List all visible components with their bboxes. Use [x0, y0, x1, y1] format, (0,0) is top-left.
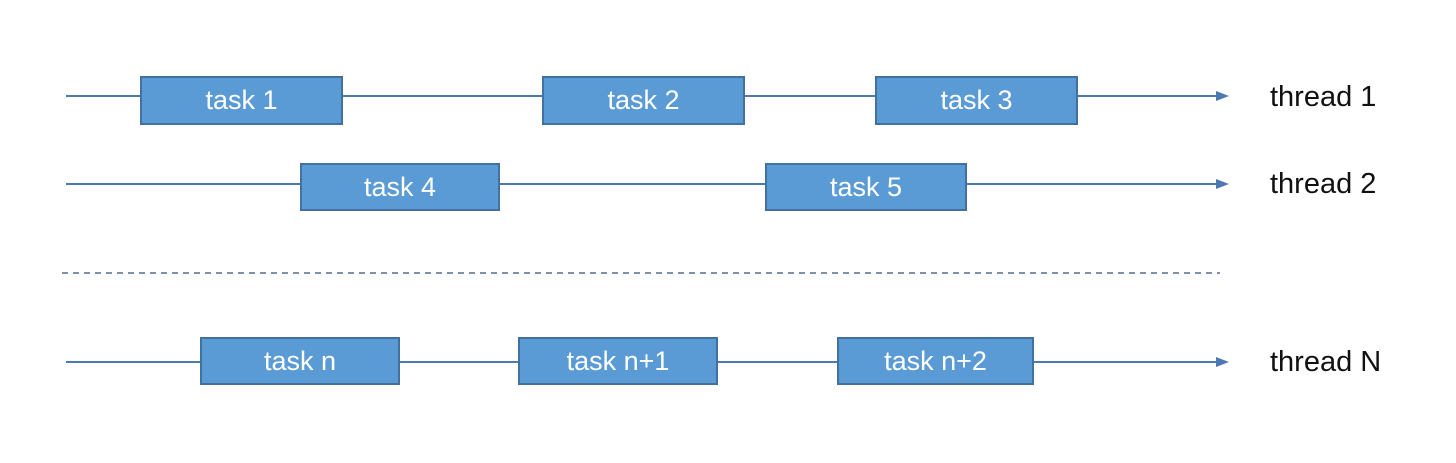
thread-2-timeline [66, 183, 1218, 185]
thread-label: thread 1 [1270, 81, 1377, 113]
thread-label: thread N [1270, 346, 1382, 378]
task-label: task n+1 [566, 345, 670, 376]
task-label: task n+2 [884, 345, 987, 376]
task-label: task 5 [829, 171, 903, 202]
section-separator [62, 272, 1220, 274]
task-box: task 1 [140, 76, 343, 125]
task-box: task n+2 [837, 337, 1034, 385]
task-label: task 4 [363, 171, 437, 202]
arrow-right-icon [1216, 91, 1229, 101]
task-box: task 3 [875, 76, 1078, 125]
task-label: task 1 [205, 85, 278, 115]
task-box: task 4 [300, 163, 500, 211]
arrow-right-icon [1216, 357, 1229, 367]
task-label: task 3 [940, 85, 1013, 115]
task-label: task 2 [607, 85, 680, 115]
task-label: task n [263, 345, 337, 376]
thread-label: thread 2 [1270, 168, 1377, 200]
task-box: task 5 [765, 163, 967, 211]
task-box: task n [200, 337, 400, 385]
arrow-right-icon [1216, 179, 1229, 189]
task-box: task n+1 [518, 337, 718, 385]
task-box: task 2 [542, 76, 745, 125]
